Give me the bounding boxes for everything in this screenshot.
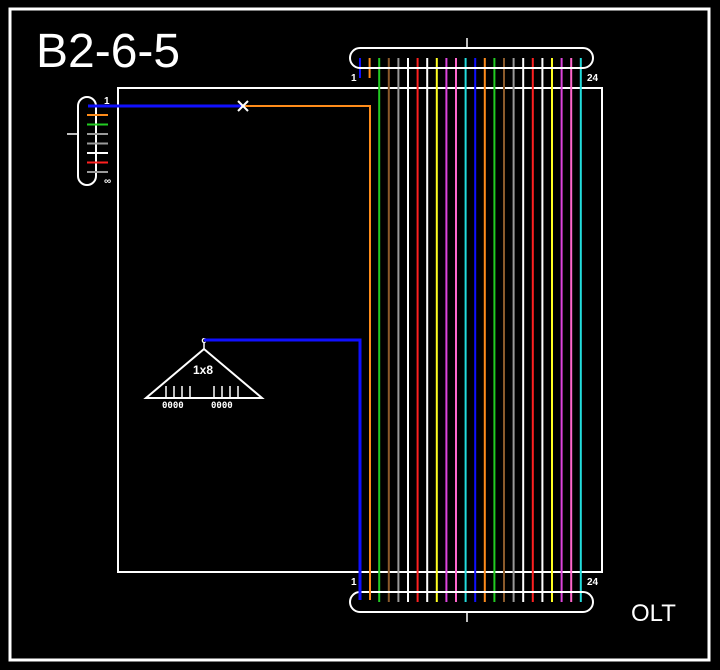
splitter-1x8: c 1x8 0000 0000	[143, 336, 265, 411]
bottom-cable-first-label: 1	[351, 577, 357, 588]
small-cable-last-label: ∞	[104, 176, 111, 187]
small-cable-first-label: 1	[104, 96, 110, 107]
cable-fibers	[359, 58, 582, 602]
bottom-cable-bundle	[349, 591, 594, 613]
splitter-link-blue	[204, 338, 362, 600]
splitter-input-marker: c	[201, 336, 206, 346]
splice-x-icon	[237, 100, 249, 112]
drop-link-orange	[243, 105, 371, 600]
splitter-output-legs	[165, 386, 239, 398]
outer-frame	[8, 7, 711, 662]
small-cable-bundle	[77, 96, 97, 186]
splitter-ports-right: 0000	[211, 401, 233, 411]
splitter-triangle	[143, 347, 265, 399]
splitter-ports-left: 0000	[162, 401, 184, 411]
top-cable-last-label: 24	[587, 73, 599, 84]
top-cable-first-label: 1	[351, 73, 357, 84]
bottom-cable-last-label: 24	[587, 577, 599, 588]
small-cable-fibers	[87, 114, 108, 173]
diagram-title: B2-6-5	[36, 25, 180, 78]
top-cable-bundle	[349, 47, 594, 69]
olt-label: OLT	[631, 600, 676, 627]
splitter-label: 1x8	[193, 363, 213, 377]
